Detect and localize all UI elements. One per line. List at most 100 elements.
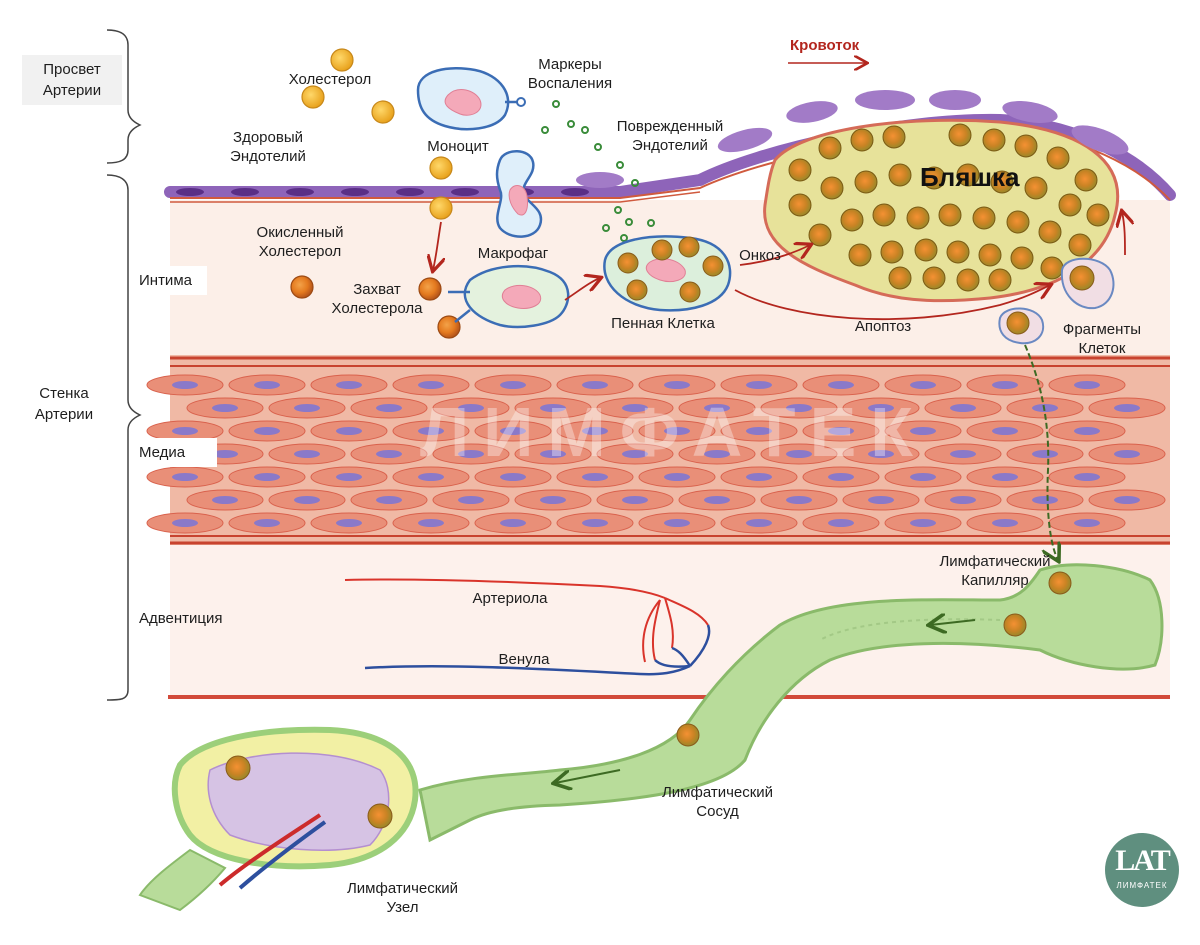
muscle-cell-nucleus [746, 381, 772, 389]
macrophage [448, 264, 570, 329]
muscle-cell-nucleus [458, 450, 484, 458]
plaque-cholesterol [914, 238, 938, 262]
arrow-apoptosis [734, 285, 1050, 321]
muscle-cell-nucleus [622, 450, 648, 458]
muscle-cell-nucleus [1114, 450, 1140, 458]
plaque-cholesterol [888, 163, 912, 187]
muscle-cell-nucleus [704, 496, 730, 504]
plaque-cholesterol [906, 206, 930, 230]
muscle-cell-nucleus [540, 404, 566, 412]
label-apoptosis: Апоптоз [854, 318, 912, 335]
label-healthy-endothelium: Здоровый Эндотелий [230, 129, 306, 165]
muscle-cell-nucleus [294, 404, 320, 412]
plaque-cholesterol [882, 125, 906, 149]
foam-cell [603, 235, 732, 312]
transmigrating-monocyte [495, 150, 543, 238]
lumen-cholesterol [301, 48, 453, 220]
plaque-cholesterol [1024, 176, 1048, 200]
plaque-cholesterol [982, 128, 1006, 152]
label-damaged-endothelium: Поврежденный Эндотелий [616, 118, 724, 154]
label-lymph-capillary: Лимфатический Капилляр [939, 553, 1051, 589]
muscle-cell-nucleus [868, 404, 894, 412]
muscle-cell-nucleus [254, 473, 280, 481]
label-inflammation-markers: Маркеры Воспаления [527, 56, 613, 92]
plaque-cholesterol [922, 166, 946, 190]
plaque-cholesterol [788, 158, 812, 182]
plaque-cholesterol [956, 163, 980, 187]
label-intima: Интима [131, 266, 207, 295]
plaque-cholesterol [978, 243, 1002, 267]
endothelial-nucleus [341, 188, 369, 196]
plaque-cholesterol [1010, 246, 1034, 270]
plaque-cholesterol [1006, 210, 1030, 234]
label-oncosis: Онкоз [739, 247, 781, 264]
muscle-cell-nucleus [376, 450, 402, 458]
label-foam-cell: Пенная Клетка [611, 315, 715, 332]
muscle-cell-nucleus [828, 381, 854, 389]
muscle-cell-nucleus [418, 427, 444, 435]
muscle-cell-nucleus [664, 519, 690, 527]
arteriole [344, 578, 709, 663]
label-lymph-vessel: Лимфатический Сосуд [661, 784, 774, 820]
muscle-cell-nucleus [868, 496, 894, 504]
muscle-cell-nucleus [500, 381, 526, 389]
arrow-cholesterol-to-capture [433, 221, 441, 270]
endothelial-nucleus [561, 188, 589, 196]
plaque-cholesterol [990, 170, 1014, 194]
label-cell-fragments: Фрагменты Клеток [1062, 321, 1142, 357]
muscle-cell-nucleus [212, 404, 238, 412]
plaque-cholesterol [880, 240, 904, 264]
plaque-cholesterol [848, 243, 872, 267]
plaque-cholesterol [1086, 203, 1110, 227]
label-media: Медиа [131, 438, 217, 467]
muscle-cell-nucleus [746, 473, 772, 481]
muscle-cell-nucleus [172, 519, 198, 527]
plaque-cholesterol [1014, 134, 1038, 158]
inflammation-markers [541, 100, 655, 242]
muscle-cell-nucleus [418, 473, 444, 481]
plaque-cholesterol [818, 136, 842, 160]
muscle-cell-nucleus [540, 450, 566, 458]
muscle-cell-nucleus [1032, 496, 1058, 504]
muscle-cell-nucleus [1114, 404, 1140, 412]
muscle-cell-nucleus [418, 381, 444, 389]
muscle-cell-nucleus [336, 473, 362, 481]
limfatek-logo: LAT ЛИМФАТЕК [1105, 833, 1179, 907]
plaque-cholesterol [850, 128, 874, 152]
muscle-cell-nucleus [582, 473, 608, 481]
arrow-macrophage-to-foam [564, 278, 600, 301]
endothelial-nucleus [451, 188, 479, 196]
muscle-cell-nucleus [254, 381, 280, 389]
muscle-cell-nucleus [828, 427, 854, 435]
plaque-cholesterol [1068, 233, 1092, 257]
arrow-fragments-to-lymph [1024, 344, 1058, 560]
muscle-cell-nucleus [172, 381, 198, 389]
muscle-cell-nucleus [1074, 427, 1100, 435]
muscle-cell-nucleus [950, 450, 976, 458]
muscle-cell-nucleus [992, 473, 1018, 481]
muscle-cell-nucleus [622, 496, 648, 504]
muscle-cell-nucleus [458, 496, 484, 504]
logo-word: ЛИМФАТЕК [1116, 881, 1168, 890]
label-venule: Венула [498, 651, 550, 668]
muscle-cell-nucleus [1074, 381, 1100, 389]
label-plaque: Бляшка [920, 162, 1020, 192]
plaque-cholesterol [1058, 193, 1082, 217]
muscle-cell-nucleus [254, 519, 280, 527]
plaque-cholesterol [820, 176, 844, 200]
lymph-node [138, 726, 419, 912]
plaque-cholesterol [956, 268, 980, 292]
muscle-cell-nucleus [294, 450, 320, 458]
muscle-cell-nucleus [1032, 450, 1058, 458]
muscle-cell-nucleus [376, 404, 402, 412]
muscle-cell-nucleus [172, 427, 198, 435]
muscle-cell-nucleus [1074, 519, 1100, 527]
muscle-cell-nucleus [746, 519, 772, 527]
plaque-cholesterol [788, 193, 812, 217]
muscle-cell-nucleus [992, 519, 1018, 527]
muscle-cell-nucleus [582, 381, 608, 389]
muscle-cell-nucleus [582, 427, 608, 435]
label-monocyte: Моноцит [427, 138, 489, 155]
muscle-cell-nucleus [950, 404, 976, 412]
